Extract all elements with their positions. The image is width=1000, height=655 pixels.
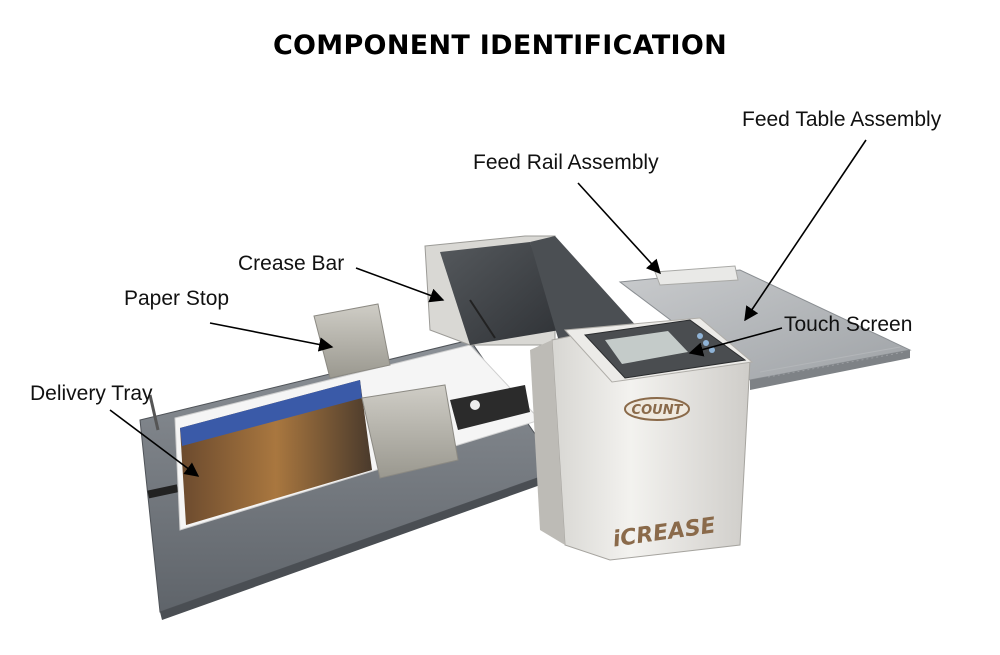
leader-delivery-tray: [109, 409, 200, 477]
label-feed-table-assembly: Feed Table Assembly: [742, 108, 942, 131]
label-crease-bar: Crease Bar: [238, 252, 345, 275]
label-paper-stop: Paper Stop: [124, 287, 230, 310]
svg-text:COUNT: COUNT: [632, 403, 684, 418]
label-touch-screen: Touch Screen: [784, 313, 913, 336]
paper-stop-back: [313, 303, 391, 379]
leader-lines: [109, 139, 867, 477]
paper-stop-front: [361, 384, 459, 479]
leader-paper-stop: [209, 322, 334, 352]
leader-feed-table: [744, 139, 867, 322]
label-feed-rail-assembly: Feed Rail Assembly: [473, 151, 659, 174]
feed-rail: [654, 265, 739, 286]
page-title: COMPONENT IDENTIFICATION: [272, 30, 728, 61]
count-logo: COUNT: [624, 397, 690, 421]
leader-touch-screen: [688, 327, 783, 357]
leader-crease-bar: [355, 267, 445, 303]
leader-feed-rail: [577, 182, 661, 275]
touch-screen: [583, 319, 747, 379]
printed-sheet: [174, 344, 541, 531]
label-delivery-tray: Delivery Tray: [30, 382, 153, 405]
crease-unit: [424, 235, 640, 346]
